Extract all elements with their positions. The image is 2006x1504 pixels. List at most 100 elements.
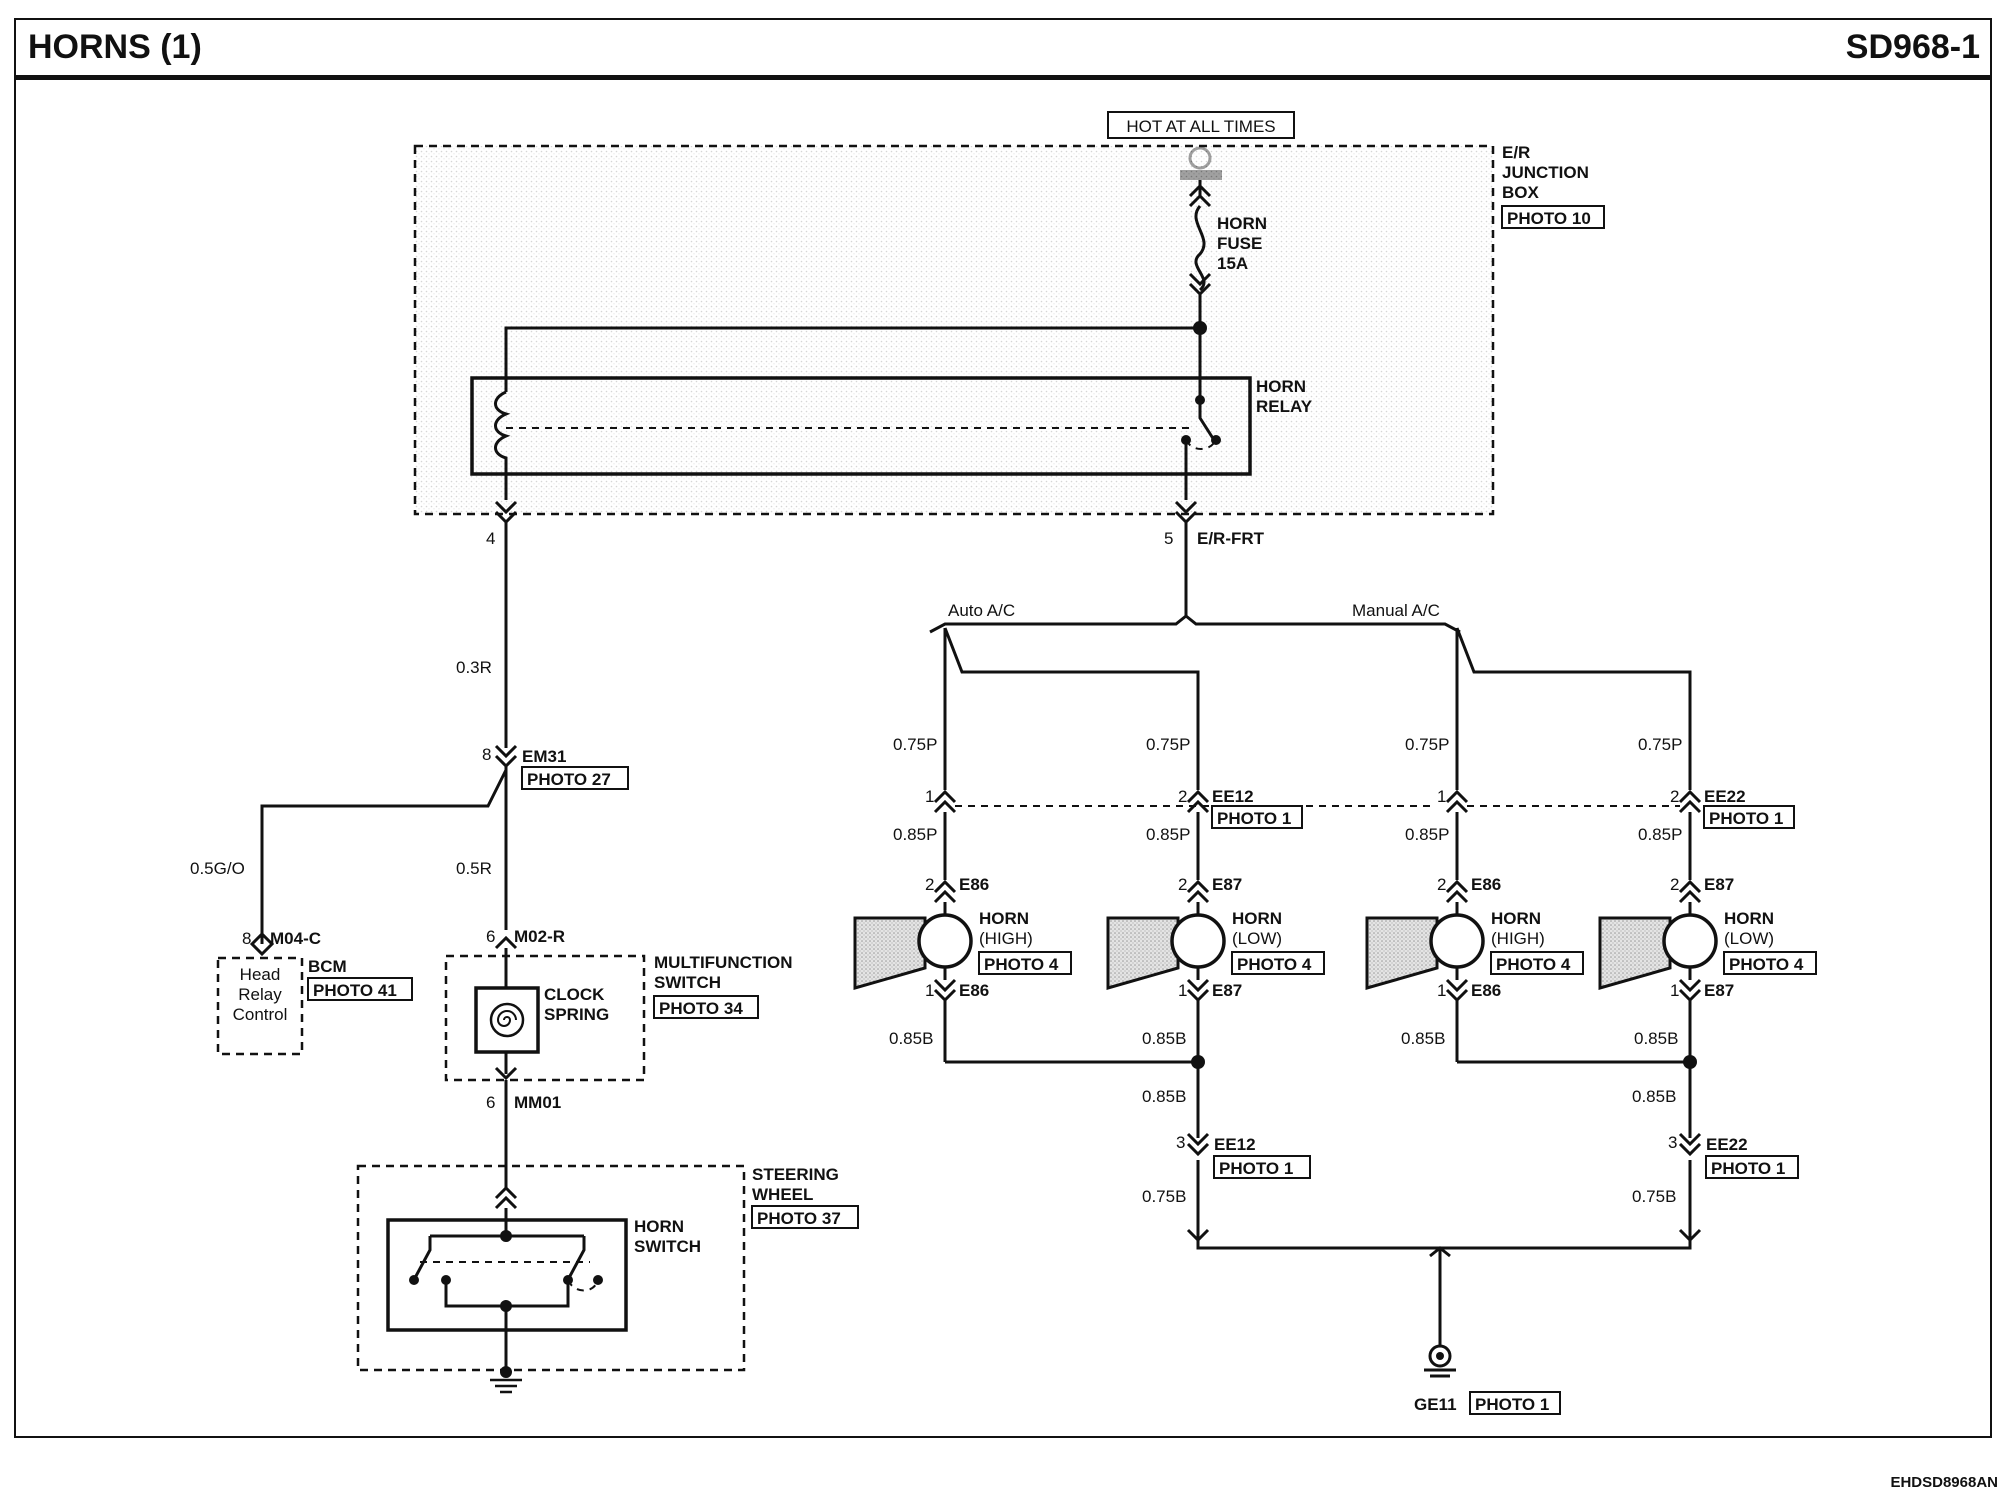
junction-box-outline: [413, 144, 1495, 516]
mf-name-1: MULTIFUNCTION: [654, 953, 793, 972]
page-code: SD968-1: [1845, 28, 1980, 66]
ground-photo: PHOTO 1: [1475, 1395, 1549, 1414]
gnd-auto-photo: PHOTO 1: [1219, 1159, 1293, 1178]
em31-photo: PHOTO 27: [527, 770, 611, 789]
connector-horn-in: [1678, 879, 1702, 904]
conn-bot-label: E86: [959, 981, 989, 1000]
gnd-manual-wire1: 0.85B: [1632, 1087, 1676, 1106]
horn-sub-label: (HIGH): [1491, 929, 1545, 948]
wire-top-label: 0.75P: [1638, 735, 1682, 754]
relay-coil-icon: [494, 390, 511, 474]
gnd-manual-pin: 3: [1668, 1133, 1677, 1152]
horn-sub-label: (LOW): [1232, 929, 1282, 948]
jb-pin-4: 4: [486, 529, 495, 548]
horn-sub-label: (HIGH): [979, 929, 1033, 948]
connector-horn-out: [1678, 978, 1702, 1003]
power-source: HOT AT ALL TIMES: [1107, 111, 1295, 180]
wire-mid-label: 0.85P: [1638, 825, 1682, 844]
conn-pin-label: 2: [1178, 787, 1187, 806]
horn-photo-label: PHOTO 4: [1237, 955, 1312, 974]
ground-name: GE11: [1414, 1395, 1457, 1414]
fuse-label-1: HORN: [1217, 214, 1267, 233]
wire-bot-label: 0.85B: [1401, 1029, 1445, 1048]
wire-mid-label: 0.85P: [1405, 825, 1449, 844]
ground-icon: [1424, 1344, 1456, 1378]
jb-name-1: E/R: [1502, 143, 1530, 162]
gnd-auto-wire1: 0.85B: [1142, 1087, 1186, 1106]
wire-0.5GO: 0.5G/O: [190, 859, 245, 878]
wire-0.5R: 0.5R: [456, 859, 492, 878]
horn-name-label: HORN: [1491, 909, 1541, 928]
horn-photo-label: PHOTO 4: [984, 955, 1059, 974]
conn-name-label: EE22: [1704, 787, 1746, 806]
jb-name-3: BOX: [1502, 183, 1540, 202]
connector-top: [933, 789, 957, 814]
jb-photo: PHOTO 10: [1507, 209, 1591, 228]
fuse-label-2: FUSE: [1217, 234, 1262, 253]
power-label-box: [1107, 111, 1295, 139]
sw-name-1: STEERING: [752, 1165, 839, 1184]
connector-top: [1445, 789, 1469, 814]
wire-top-label: 0.75P: [1405, 735, 1449, 754]
clock-label-1: CLOCK: [544, 985, 605, 1004]
horn-branches: Auto A/C Manual A/C GE11 PHOTO 1: [853, 522, 1817, 1415]
conn-pin-label: 2: [1670, 787, 1679, 806]
wire-top-label: 0.75P: [893, 735, 937, 754]
conn-name-label: EE12: [1212, 787, 1254, 806]
pin-top-label: 2: [1670, 875, 1679, 894]
multifunction-box: [444, 954, 646, 1082]
page-title: HORNS (1): [28, 28, 202, 66]
pin-bot-label: 1: [1670, 981, 1679, 1000]
pin-top-label: 2: [1178, 875, 1187, 894]
wire-mid-label: 0.85P: [893, 825, 937, 844]
bcm-photo: PHOTO 41: [313, 981, 397, 1000]
conn-top-label: E86: [1471, 875, 1501, 894]
conn-bot-label: E87: [1212, 981, 1242, 1000]
jb-name-2: JUNCTION: [1502, 163, 1589, 182]
connector-top: [1678, 789, 1702, 814]
jb-connector: E/R-FRT: [1197, 529, 1265, 548]
gnd-auto-pin: 3: [1176, 1133, 1185, 1152]
bcm-connector: M04-C: [270, 929, 321, 948]
conn-top-label: E86: [959, 875, 989, 894]
conn-top-label: E87: [1212, 875, 1242, 894]
conn-pin-label: 1: [1437, 787, 1446, 806]
m02r-pin: 6: [486, 927, 495, 946]
horn-photo-label: PHOTO 4: [1496, 955, 1571, 974]
wire-bot-label: 0.85B: [889, 1029, 933, 1048]
horn-sub-label: (LOW): [1724, 929, 1774, 948]
connector-horn-in: [1186, 879, 1210, 904]
wire-top-label: 0.75P: [1146, 735, 1190, 754]
mf-photo: PHOTO 34: [659, 999, 743, 1018]
wire-bot-label: 0.85B: [1634, 1029, 1678, 1048]
relay-label-2: RELAY: [1256, 397, 1313, 416]
hs-label-1: HORN: [634, 1217, 684, 1236]
branch-manual: Manual A/C: [1352, 601, 1440, 620]
steering-wheel-box: [356, 1164, 746, 1372]
em31-name: EM31: [522, 747, 566, 766]
conn-photo-label: PHOTO 1: [1217, 809, 1291, 828]
wire-bot-label: 0.85B: [1142, 1029, 1186, 1048]
gnd-auto-wire2: 0.75B: [1142, 1187, 1186, 1206]
conn-pin-label: 1: [925, 787, 934, 806]
gnd-manual-conn: EE22: [1706, 1135, 1748, 1154]
conn-photo-label: PHOTO 1: [1709, 809, 1783, 828]
gnd-auto-conn: EE12: [1214, 1135, 1256, 1154]
mm01-name: MM01: [514, 1093, 561, 1112]
junction-box: E/R JUNCTION BOX PHOTO 10 HORN FUSE 15A …: [413, 143, 1605, 548]
gnd-manual-wire2: 0.75B: [1632, 1187, 1676, 1206]
pin-top-label: 2: [1437, 875, 1446, 894]
power-label: HOT AT ALL TIMES: [1126, 117, 1275, 136]
horn-photo-label: PHOTO 4: [1729, 955, 1804, 974]
horn-name-label: HORN: [1232, 909, 1282, 928]
bcm-pin: 8: [242, 929, 251, 948]
bcm-name: BCM: [308, 957, 347, 976]
fuse-label-3: 15A: [1217, 254, 1248, 273]
sw-name-2: WHEEL: [752, 1185, 813, 1204]
pin-bot-label: 1: [1437, 981, 1446, 1000]
